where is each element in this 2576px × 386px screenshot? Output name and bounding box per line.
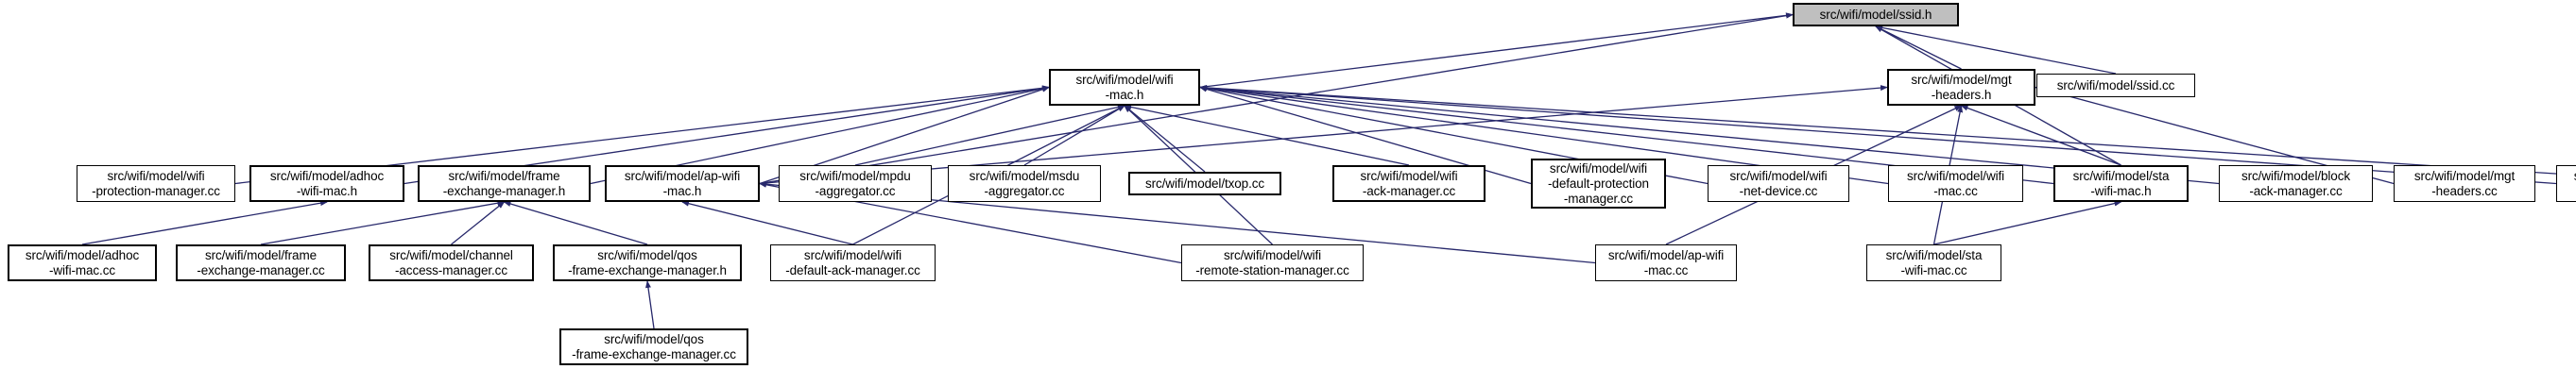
graph-node-mgt-headers-cc[interactable]: src/wifi/model/mgt -headers.cc xyxy=(2394,165,2535,202)
graph-node-ssid-cc[interactable]: src/wifi/model/ssid.cc xyxy=(2036,74,2195,97)
edge-wifi-ack-manager-cc-to-wifi-mac-h xyxy=(1124,104,1410,166)
graph-node-mpdu-aggregator-cc[interactable]: src/wifi/model/mpdu -aggregator.cc xyxy=(779,165,932,202)
graph-node-mgt-headers-h[interactable]: src/wifi/model/mgt -headers.h xyxy=(1887,69,2035,106)
edge-frame-exchange-manager-cc-to-frame-exchange-manager-h xyxy=(260,200,506,245)
edge-adhoc-wifi-mac-cc-to-adhoc-wifi-mac-h xyxy=(81,200,328,245)
edge-msdu-aggregator-cc-to-wifi-mac-h xyxy=(1023,105,1125,166)
graph-node-wifi-default-protection-manager-cc[interactable]: src/wifi/model/wifi -default-protection … xyxy=(1531,159,1666,209)
graph-node-adhoc-wifi-mac-h[interactable]: src/wifi/model/adhoc -wifi-mac.h xyxy=(249,165,404,202)
graph-node-channel-access-manager-cc[interactable]: src/wifi/model/channel -access-manager.c… xyxy=(369,244,534,281)
graph-node-adhoc-wifi-mac-cc[interactable]: src/wifi/model/adhoc -wifi-mac.cc xyxy=(8,244,157,281)
graph-node-qos-frame-exchange-manager-cc[interactable]: src/wifi/model/qos -frame-exchange-manag… xyxy=(559,328,748,365)
edge-qos-frame-exchange-manager-cc-to-qos-frame-exchange-manager-h xyxy=(644,280,655,329)
edge-txop-cc-to-wifi-mac-h xyxy=(1124,105,1206,173)
graph-node-block-ack-manager-cc[interactable]: src/wifi/model/block -ack-manager.cc xyxy=(2219,165,2373,202)
graph-node-msdu-aggregator-cc[interactable]: src/wifi/model/msdu -aggregator.cc xyxy=(948,165,1101,202)
graph-node-frame-exchange-manager-cc[interactable]: src/wifi/model/frame -exchange-manager.c… xyxy=(176,244,346,281)
graph-node-qos-frame-exchange-manager-h[interactable]: src/wifi/model/qos -frame-exchange-manag… xyxy=(553,244,742,281)
edge-wifi-mac-h-to-ssid-h xyxy=(1199,12,1794,89)
graph-node-sta-wifi-mac-cc[interactable]: src/wifi/model/sta -wifi-mac.cc xyxy=(1866,244,2001,281)
graph-node-sta-wifi-mac-h[interactable]: src/wifi/model/sta -wifi-mac.h xyxy=(2053,165,2189,202)
edge-sta-wifi-mac-cc-to-sta-wifi-mac-h xyxy=(1933,200,2122,245)
edge-channel-access-manager-cc-to-frame-exchange-manager-h xyxy=(451,201,506,245)
edge-wifi-default-ack-manager-cc-to-ap-wifi-mac-h xyxy=(681,200,853,245)
graph-node-wifi-remote-station-manager-cc[interactable]: src/wifi/model/wifi -remote-station-mana… xyxy=(1181,244,1364,281)
graph-node-ap-wifi-mac-cc[interactable]: src/wifi/model/ap-wifi -mac.cc xyxy=(1595,244,1737,281)
graph-node-frame-exchange-manager-h[interactable]: src/wifi/model/frame -exchange-manager.h xyxy=(418,165,591,202)
edge-mpdu-aggregator-cc-to-wifi-mac-h xyxy=(854,104,1125,166)
graph-node-wifi-protection-manager-cc[interactable]: src/wifi/model/wifi -protection-manager.… xyxy=(77,165,235,202)
graph-node-wifi-ack-manager-cc[interactable]: src/wifi/model/wifi -ack-manager.cc xyxy=(1332,165,1485,202)
graph-node-wifi-net-device-cc[interactable]: src/wifi/model/wifi -net-device.cc xyxy=(1708,165,1849,202)
edge-qos-frame-exchange-manager-h-to-frame-exchange-manager-h xyxy=(503,201,648,245)
graph-node-wifi-mac-cc[interactable]: src/wifi/model/wifi -mac.cc xyxy=(1888,165,2023,202)
graph-node-wifi-mac-h[interactable]: src/wifi/model/wifi -mac.h xyxy=(1049,69,1200,106)
graph-node-ap-wifi-mac-h[interactable]: src/wifi/model/ap-wifi -mac.h xyxy=(605,165,760,202)
edge-ssid-cc-to-ssid-h xyxy=(1875,25,2117,75)
edge-sta-wifi-mac-h-to-mgt-headers-h xyxy=(1960,105,2121,166)
graph-node-txop-cc[interactable]: src/wifi/model/txop.cc xyxy=(1128,172,1281,195)
graph-node-ssid-h[interactable]: src/wifi/model/ssid.h xyxy=(1793,3,1959,26)
graph-node-qos-txop-cc[interactable]: src/wifi/model/qos -txop.cc xyxy=(2556,165,2576,202)
edge-mgt-headers-h-to-ssid-h xyxy=(1875,25,1962,70)
graph-node-wifi-default-ack-manager-cc[interactable]: src/wifi/model/wifi -default-ack-manager… xyxy=(770,244,936,281)
